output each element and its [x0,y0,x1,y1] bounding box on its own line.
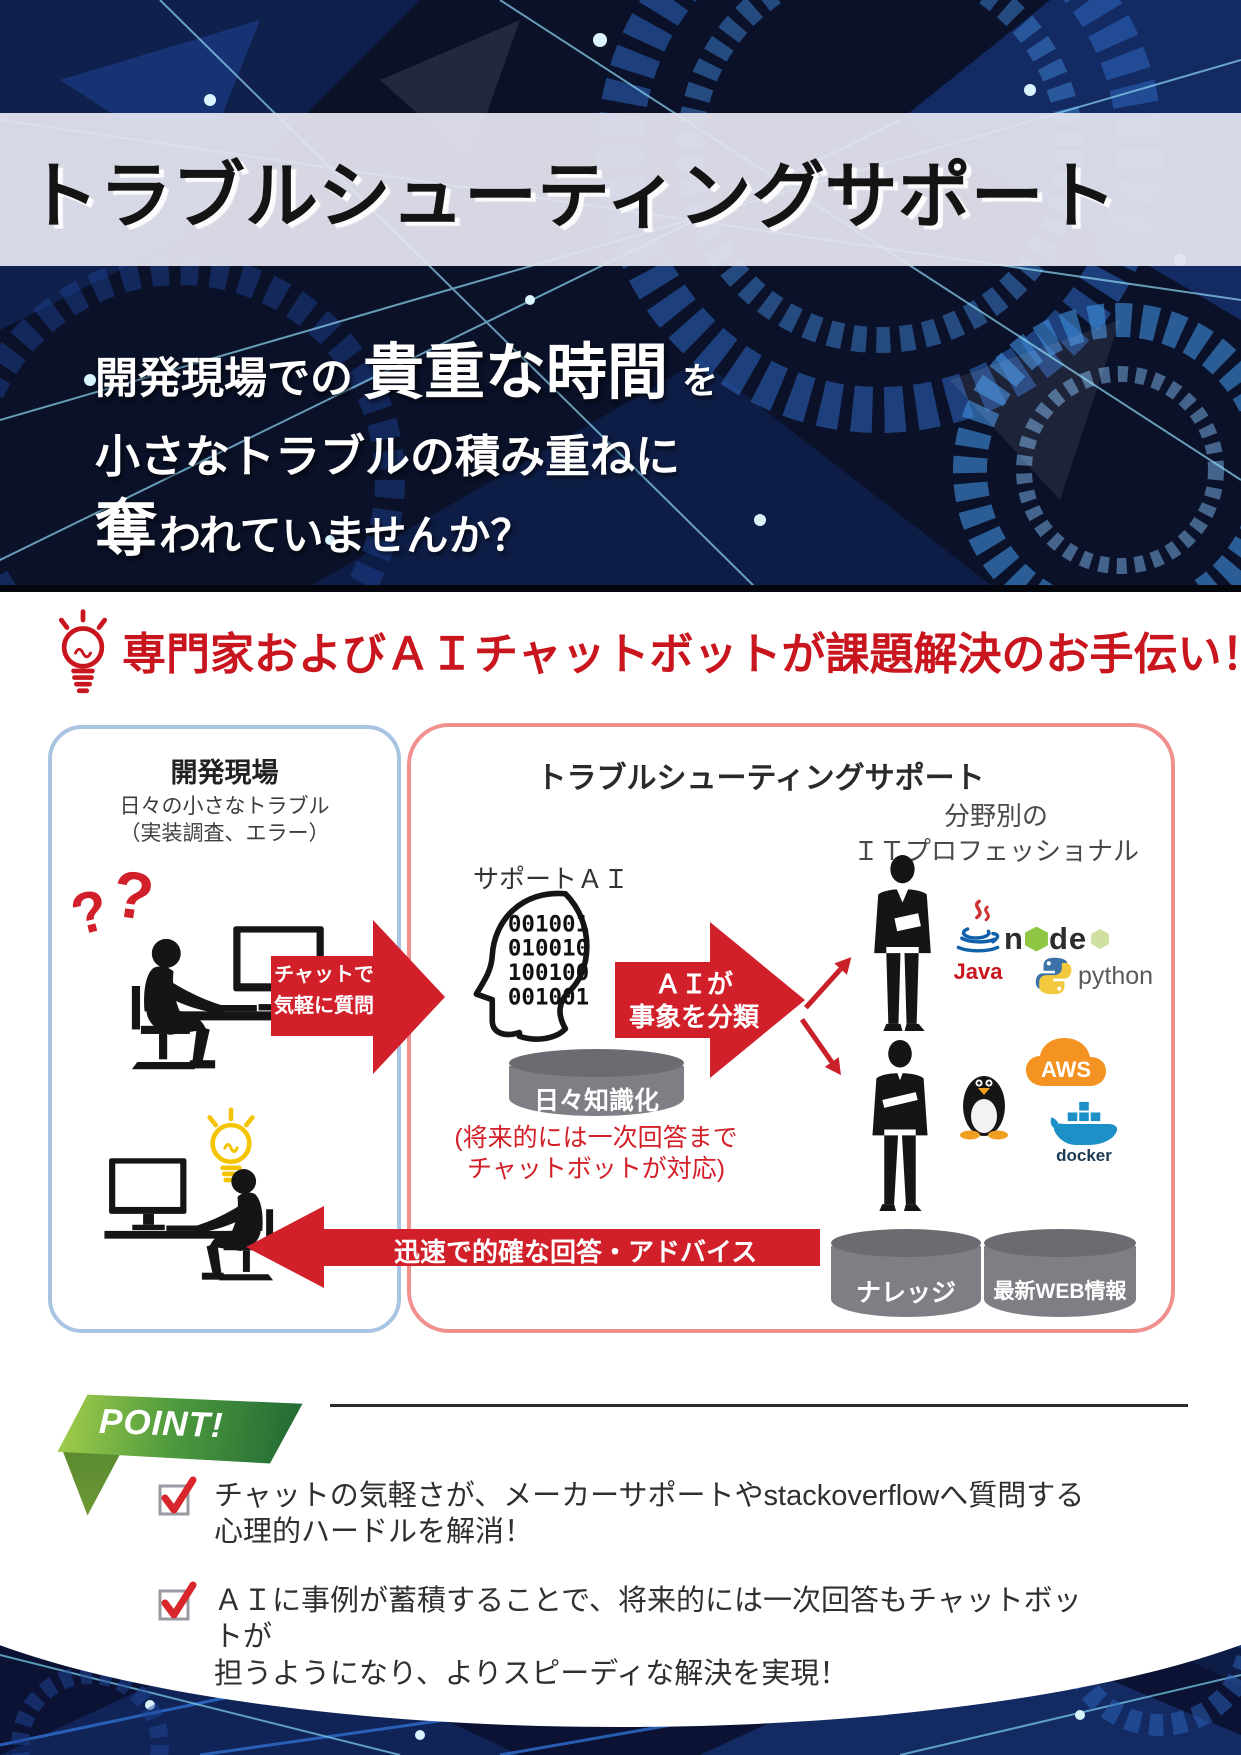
dev-site-title: 開発現場 [170,758,279,788]
knowledge-db-cylinder: ナレッジ [831,1229,981,1317]
dev-site-description: 日々の小さなトラブル （実装調査、エラー） [52,793,397,848]
answer-arrow: 迅速で的確な回答・アドバイス [244,1204,824,1292]
node-letters-de: de [1048,921,1088,956]
daily-knowledge-label: 日々知識化 [533,1087,659,1115]
troubleshooting-box: トラブルシューティングサポート サポートＡＩ 001001 010010 100… [407,723,1175,1333]
web-info-label: 最新WEB情報 [993,1280,1127,1303]
answer-arrow-label: 迅速で的確な回答・アドバイス [394,1237,758,1267]
ai-classify-arrow: ＡＩが 事象を分類 [613,916,809,1084]
dev-site-desc-line1: 日々の小さなトラブル [119,795,330,818]
python-snakes-icon [1035,957,1072,995]
binary-line-4: 001001 [508,984,589,1010]
hero-line3-post: われていませんか？ [159,512,533,559]
dev-site-desc-line2: （実装調査、エラー） [119,822,330,846]
professional-1-icon [874,855,931,1031]
hero-line-2: 小さなトラブルの積み重ねに [95,431,681,482]
hero-line1-post: を [682,360,719,401]
binary-line-2: 010010 [508,936,589,962]
future-note-line2: チャットボットが対応) [466,1155,726,1184]
ai-arrow-line2: 事象を分類 [628,1001,759,1032]
knowledge-db-label: ナレッジ [855,1279,956,1307]
lightbulb-icon [58,609,108,694]
cylinder-top [984,1229,1136,1257]
hero-line3-emphasis: 奪 [95,495,158,564]
web-info-cylinder: 最新WEB情報 [984,1229,1136,1317]
docker-logo: docker [1048,1100,1120,1166]
java-logo: Java [949,899,1007,995]
hero-line1-emphasis: 貴重な時間 [363,338,669,406]
aws-logo: AWS [1026,1038,1106,1086]
docker-whale-icon [1050,1101,1118,1146]
hero-banner: トラブルシューティングサポート 開発現場での貴重な時間を 小さなトラブルの積み重… [0,0,1241,592]
node-logo: n de [1004,921,1110,957]
hero-line1-pre: 開発現場での [95,355,353,403]
python-logo: python [1034,956,1153,996]
page-title: トラブルシューティングサポート [26,155,1117,237]
chat-arrow-line2: 気軽に質問 [274,995,374,1017]
aws-label: AWS [1041,1057,1091,1082]
cylinder-top [509,1049,684,1077]
ai-classify-arrow-shape [615,922,805,1078]
future-note-line1: (将来的には一次回答まで [454,1124,738,1152]
java-cup-icon [956,899,1000,953]
node-hexagon-small-icon [1091,929,1110,949]
binary-line-3: 100100 [508,960,589,986]
ai-head-icon: 001001 010010 100100 001001 [473,890,590,1042]
future-note: (将来的には一次回答まで チャットボットが対応) [431,1123,761,1186]
chat-arrow: チャットで 気軽に質問 [268,918,448,1078]
node-letter-n: n [1004,921,1024,956]
title-band: トラブルシューティングサポート [0,113,1241,266]
hero-line-1: 開発現場での貴重な時間を [95,322,718,411]
developer-solved-icon [104,1158,274,1281]
dispatch-arrows [799,957,852,1076]
linux-tux-icon [960,1076,1008,1140]
idea-bulb-icon [207,1107,255,1183]
node-hexagon-icon [1024,926,1048,952]
daily-knowledge-cylinder: 日々知識化 [509,1049,684,1116]
python-label: python [1078,961,1154,990]
answer-arrow-shape [246,1206,820,1288]
java-label: Java [953,959,1003,984]
pro-label-line1: 分野別の [943,801,1048,831]
docker-label: docker [1056,1146,1112,1165]
professional-2-icon [872,1039,928,1212]
it-professional-label: 分野別の ＩＴプロフェッショナル [841,799,1151,869]
cylinder-top [831,1229,981,1257]
footer-curve [0,1353,1241,1727]
binary-line-1: 001001 [508,911,589,937]
chat-arrow-shape [271,920,445,1074]
chat-arrow-line1: チャットで [274,964,374,986]
troubleshooting-title: トラブルシューティングサポート [536,762,985,795]
support-ai-label: サポートＡＩ [473,864,630,894]
ai-arrow-line1: ＡＩが [654,969,733,999]
headline: 専門家およびＡＩチャットボットが課題解決のお手伝い！ [122,630,1241,679]
hero-line-3: 奪われていませんか？ [95,478,532,568]
